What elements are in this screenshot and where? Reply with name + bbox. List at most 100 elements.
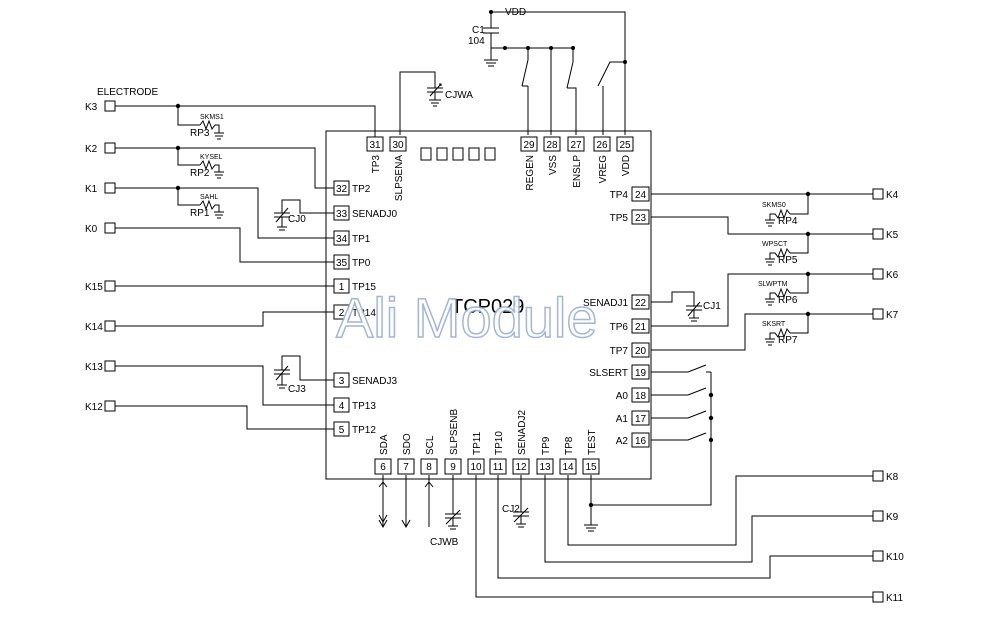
- pin-number: 11: [493, 462, 504, 473]
- connector-k12: [104, 400, 116, 412]
- pin-34: [333, 230, 350, 246]
- connector-k7: [872, 308, 884, 320]
- resistor-ref: RP1: [190, 208, 210, 219]
- resistor-label: KYSEL: [200, 154, 223, 161]
- cj1-label: CJ1: [703, 301, 721, 312]
- connector-label: K3: [85, 102, 98, 113]
- pad: [420, 147, 432, 161]
- connector-label: K11: [886, 593, 903, 604]
- connector-k8: [872, 470, 884, 482]
- chip-body: [325, 130, 652, 480]
- pin-27: [567, 136, 585, 152]
- chip-name: TCP029: [451, 296, 524, 318]
- pin-name: TP13: [352, 401, 376, 412]
- pin-number: 12: [515, 462, 527, 473]
- pin-name: TP8: [564, 436, 575, 455]
- pin-24: [631, 186, 650, 202]
- pin-name: SENADJ1: [583, 298, 628, 309]
- pin-name: TP3: [371, 155, 382, 174]
- pin-number: 4: [339, 401, 345, 412]
- resistor-ref: RP7: [778, 335, 798, 346]
- connector-k4: [872, 188, 884, 200]
- pin-35: [333, 254, 350, 270]
- connector-label: K12: [85, 402, 103, 413]
- resistor-ref: RP5: [778, 255, 798, 266]
- connector-label: K2: [85, 144, 98, 155]
- pin-number: 14: [562, 462, 574, 473]
- pin-number: 15: [585, 462, 597, 473]
- connector-k13: [104, 360, 116, 372]
- resistor-label: SKSRT: [762, 321, 786, 328]
- pin-number: 10: [470, 462, 482, 473]
- pin-12: [512, 458, 530, 475]
- pin-name: A1: [616, 414, 629, 425]
- pin-number: 26: [596, 140, 608, 151]
- connector-k2: [104, 142, 116, 154]
- pin-name: SENADJ0: [352, 209, 397, 220]
- pin-number: 18: [635, 391, 647, 402]
- pin-number: 5: [339, 425, 345, 436]
- pin-number: 1: [339, 282, 345, 293]
- pin-name: VSS: [548, 155, 559, 175]
- pin-31: [366, 136, 384, 152]
- pin-number: 7: [403, 462, 409, 473]
- connector-k1: [104, 182, 116, 194]
- cj3-label: CJ3: [288, 384, 306, 395]
- pin-number: 2: [339, 308, 345, 319]
- resistor-ref: RP2: [190, 168, 210, 179]
- connector-k14: [104, 320, 116, 332]
- pin-name: A0: [616, 391, 629, 402]
- connector-label: K10: [886, 552, 904, 563]
- pin-19: [631, 364, 650, 380]
- connector-label: K1: [85, 184, 98, 195]
- pin-33: [333, 205, 350, 221]
- pin-23: [631, 209, 650, 225]
- cj2-label: CJ2: [502, 504, 520, 515]
- pin-25: [616, 136, 634, 152]
- pin-name: SDA: [379, 434, 390, 455]
- pin-name: TP1: [352, 234, 371, 245]
- connector-k6: [872, 268, 884, 280]
- pin-name: TP10: [494, 431, 505, 455]
- pin-name: TP5: [610, 213, 629, 224]
- pin-number: 21: [635, 322, 647, 333]
- pin-number: 3: [339, 376, 345, 387]
- electrode-label: ELECTRODE: [97, 87, 158, 98]
- pin-22: [631, 294, 650, 310]
- pin-13: [536, 458, 554, 475]
- pin-number: 31: [369, 140, 381, 151]
- resistor-ref: RP4: [778, 216, 798, 227]
- pin-1: [333, 278, 350, 294]
- resistor-labels-layer: SKMS1RP3KYSELRP2SAHLRP1SKMS0RP4WPSCTRP5S…: [190, 114, 798, 346]
- connector-label: K0: [85, 224, 98, 235]
- pin-number: 22: [635, 298, 647, 309]
- pin-number: 30: [392, 140, 404, 151]
- pad: [452, 147, 464, 161]
- pin-number: 8: [426, 462, 432, 473]
- pin-name: SLPSENB: [449, 409, 460, 455]
- pad: [484, 147, 496, 161]
- pin-name: SCL: [425, 435, 436, 455]
- pin-10: [467, 458, 485, 475]
- cjwa-label: CJWA: [445, 90, 473, 101]
- connector-k15: [104, 280, 116, 292]
- connector-k3: [104, 100, 116, 112]
- pin-name: SLSERT: [589, 368, 628, 379]
- connector-label: K13: [85, 362, 103, 373]
- pin-name: TP9: [541, 436, 552, 455]
- resistor-label: SLWPTM: [758, 281, 788, 288]
- pad: [436, 147, 448, 161]
- connector-k9: [872, 510, 884, 522]
- pin-name: REGEN: [525, 155, 536, 191]
- pin-number: 13: [539, 462, 551, 473]
- cj0-label: CJ0: [288, 214, 306, 225]
- c1-value: 104: [468, 36, 485, 47]
- pin-4: [333, 397, 350, 413]
- connector-label: K5: [886, 230, 899, 241]
- pin-name: TP14: [352, 308, 376, 319]
- pin-name: TP4: [610, 190, 629, 201]
- resistor-label: SKMS1: [200, 114, 224, 121]
- pin-name: SLPSENA: [394, 155, 405, 201]
